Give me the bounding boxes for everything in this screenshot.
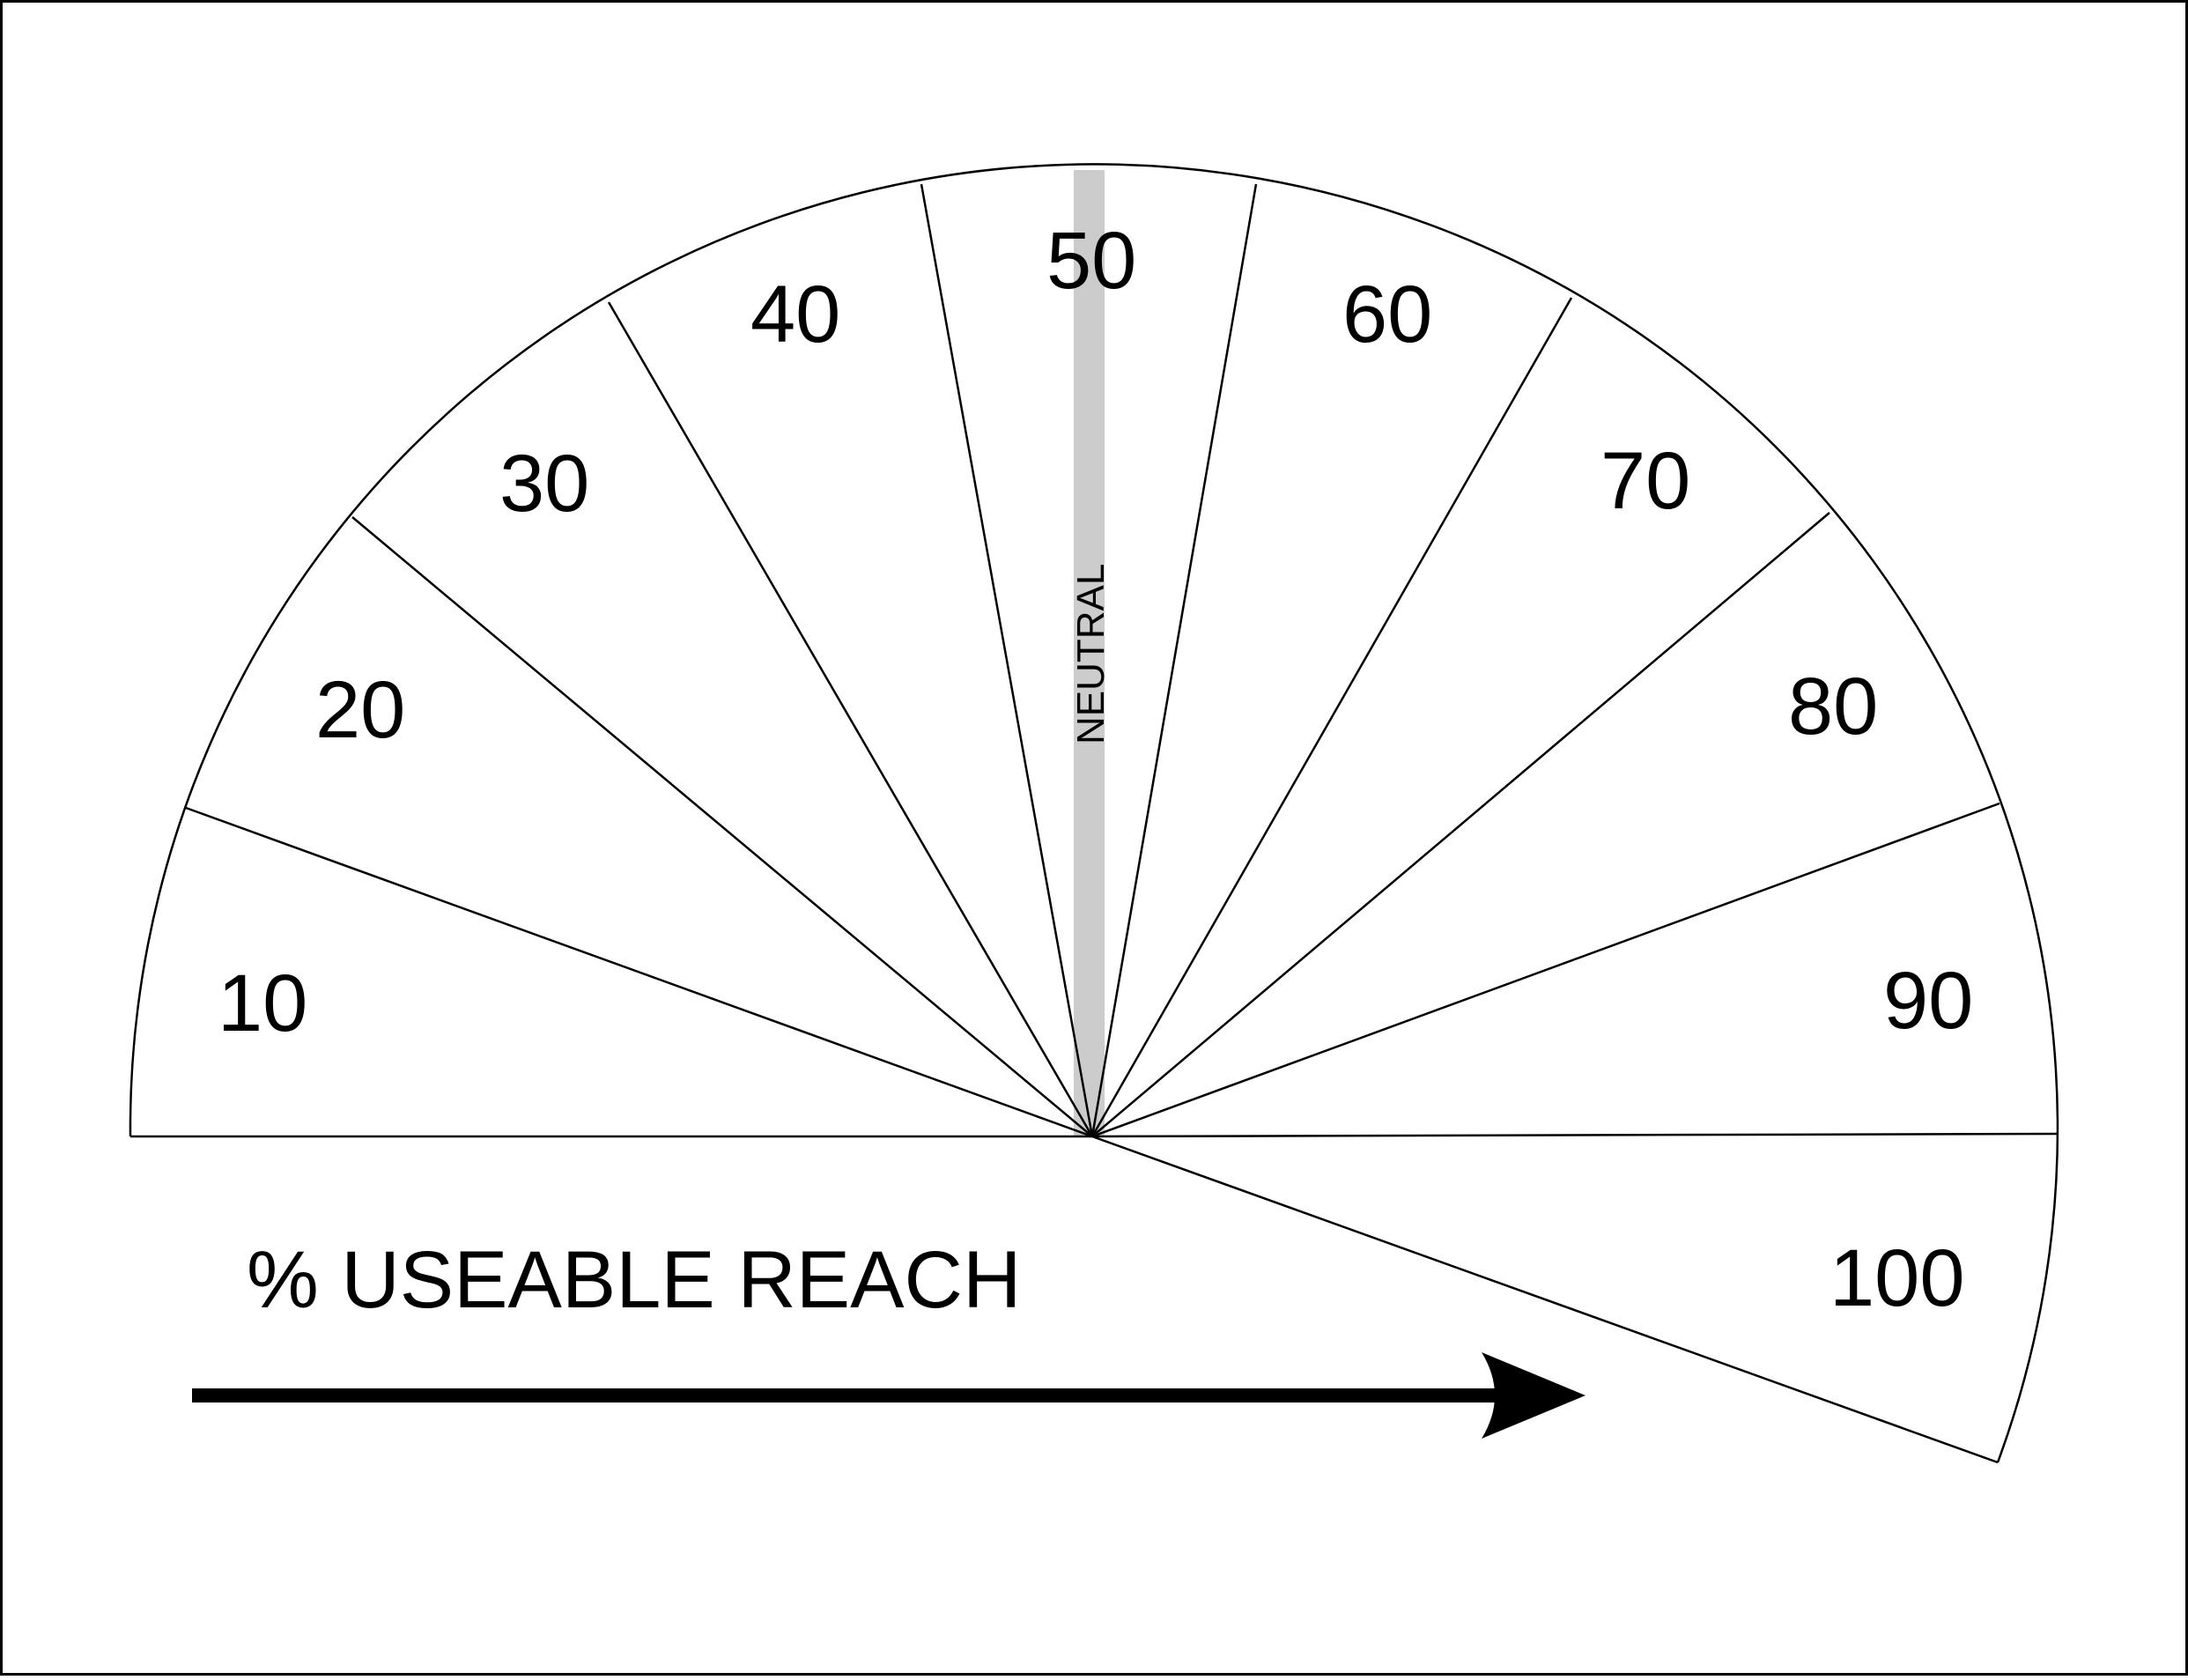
sector-labels: 10 20 30 40 50 60 70 80 90 100 — [218, 216, 1973, 1323]
sector-label-30: 30 — [499, 439, 589, 529]
sector-label-10: 10 — [218, 958, 307, 1048]
sector-label-40: 40 — [750, 270, 840, 359]
divider-80-90 — [1091, 802, 2000, 1138]
sector-label-50: 50 — [1046, 216, 1136, 306]
neutral-band — [1074, 170, 1105, 1136]
outer-arc — [129, 163, 2059, 1463]
sector-label-70: 70 — [1600, 436, 1690, 526]
divider-60-70 — [1090, 297, 1573, 1137]
sector-label-60: 60 — [1342, 270, 1432, 359]
axis-label: % USEABLE REACH — [247, 1235, 1021, 1325]
divider-50-60 — [1090, 183, 1258, 1137]
divider-100 — [1091, 1135, 1999, 1464]
sector-label-90: 90 — [1883, 956, 1973, 1046]
sector-label-20: 20 — [315, 665, 405, 755]
arrow-head-icon — [1482, 1352, 1586, 1439]
direction-arrow — [192, 1352, 1586, 1439]
divider-10-20 — [185, 806, 1093, 1138]
divider-40-50 — [920, 183, 1094, 1137]
sector-label-80: 80 — [1788, 662, 1878, 751]
neutral-label: NEUTRAL — [1069, 564, 1112, 744]
divider-70-80 — [1091, 512, 1830, 1137]
divider-20-30 — [351, 516, 1093, 1137]
sector-dividers — [185, 183, 2000, 1464]
baseline-right — [1091, 1132, 2058, 1138]
divider-30-40 — [607, 301, 1094, 1137]
sector-label-100: 100 — [1829, 1233, 1965, 1323]
